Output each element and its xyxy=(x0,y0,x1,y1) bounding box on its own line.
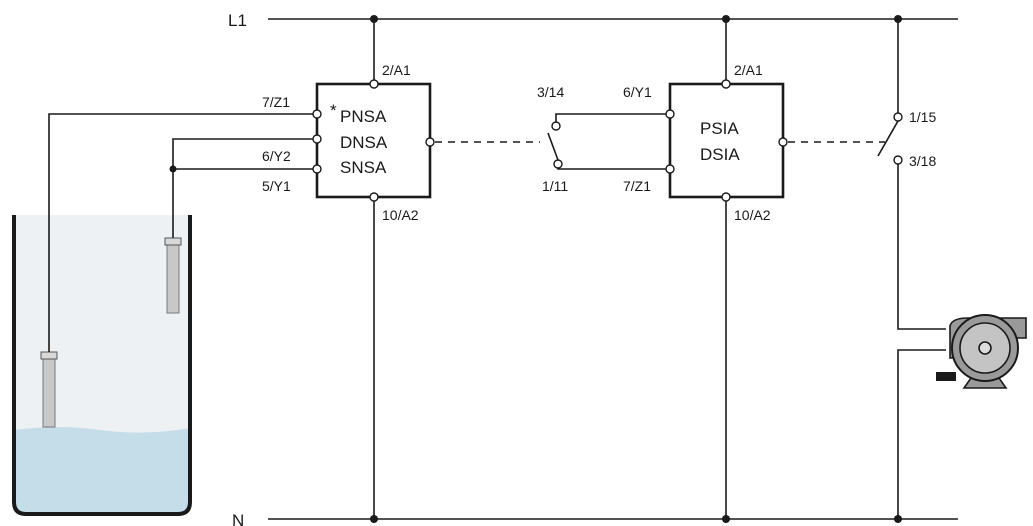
controller-label-3: SNSA xyxy=(340,158,387,177)
switch-1 xyxy=(547,113,666,170)
relay-terminal-z1 xyxy=(665,164,675,174)
controller-term-z1-label: 7/Z1 xyxy=(262,94,290,110)
relay-terminal-top xyxy=(721,79,731,89)
junction-n-relay xyxy=(722,515,730,523)
switch-1-contact-bottom xyxy=(553,159,563,169)
relay-term-y1-label: 6/Y1 xyxy=(623,84,652,100)
junction-l1-ctrl xyxy=(370,15,378,23)
wire-sw2-to-motor xyxy=(897,164,946,330)
controller-terminal-top xyxy=(369,79,379,89)
controller-label-1: PNSA xyxy=(340,107,387,126)
junction-n-motor xyxy=(894,515,902,523)
wire-z1 xyxy=(48,113,313,352)
controller-terminal-z1 xyxy=(312,109,322,119)
switch-1-contact-top xyxy=(551,121,561,131)
switch-2-bottom-label: 3/18 xyxy=(909,153,936,169)
probe-short xyxy=(164,237,182,314)
rail-n-label: N xyxy=(232,511,244,526)
junction-probe xyxy=(169,165,177,173)
switch-1-wire-top xyxy=(555,113,666,122)
relay-label-1: PSIA xyxy=(700,119,739,138)
controller-terminal-y2 xyxy=(312,134,322,144)
relay-terminal-bottom xyxy=(721,192,731,202)
rail-l1-label: L1 xyxy=(228,11,247,30)
wire-y2 xyxy=(172,138,313,238)
probe-long xyxy=(40,351,58,428)
controller-terminal-output xyxy=(425,137,435,147)
controller-terminal-y1 xyxy=(312,164,322,174)
relay-label-2: DSIA xyxy=(700,145,740,164)
tank xyxy=(12,215,192,516)
relay-terminal-y1 xyxy=(665,109,675,119)
wire-motor-to-n xyxy=(897,349,946,519)
controller-terminal-bottom xyxy=(369,192,379,202)
switch-2-contact-top xyxy=(893,112,903,122)
controller-term-supply-label: 2/A1 xyxy=(382,62,411,78)
tank-wall xyxy=(12,215,192,516)
switch-2 xyxy=(877,112,903,165)
switch-1-wire-bottom xyxy=(557,168,666,170)
liquid xyxy=(14,427,190,514)
switch-2-top-label: 1/15 xyxy=(909,109,936,125)
controller-marker: * xyxy=(330,101,337,120)
motor-icon xyxy=(936,314,1027,389)
switch-2-contact-bottom xyxy=(893,155,903,165)
controller-block: * PNSA DNSA SNSA xyxy=(312,79,435,202)
relay-terminal-output xyxy=(778,137,788,147)
junction-l1-sw2 xyxy=(894,15,902,23)
controller-term-y1-label: 5/Y1 xyxy=(262,178,291,194)
switch-1-top-label: 3/14 xyxy=(537,84,564,100)
relay-block: PSIA DSIA xyxy=(665,79,788,202)
relay-term-z1-label: 7/Z1 xyxy=(623,178,651,194)
junction-n-ctrl xyxy=(370,515,378,523)
relay-term-return-label: 10/A2 xyxy=(734,207,771,223)
controller-term-y2-label: 6/Y2 xyxy=(262,148,291,164)
controller-label-2: DNSA xyxy=(340,133,388,152)
controller-term-return-label: 10/A2 xyxy=(382,207,419,223)
junction-l1-relay xyxy=(722,15,730,23)
switch-1-bottom-label: 1/11 xyxy=(542,178,568,194)
relay-term-supply-label: 2/A1 xyxy=(734,62,763,78)
